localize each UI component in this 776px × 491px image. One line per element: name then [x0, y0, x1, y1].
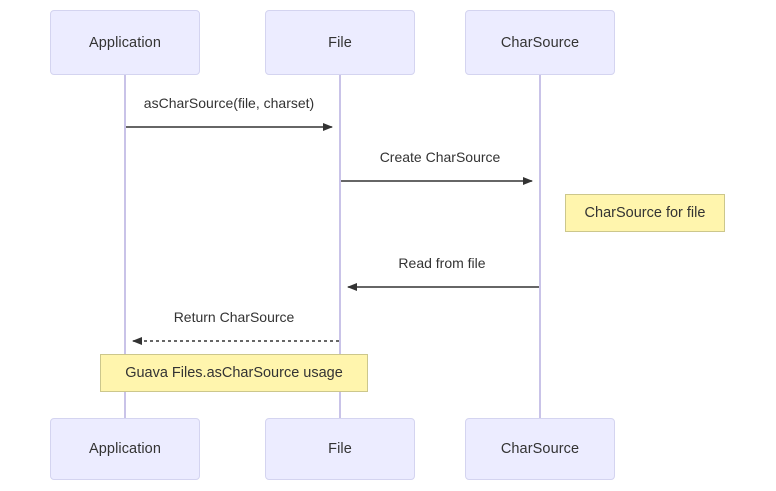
message-label-return-charsource: Return CharSource — [173, 309, 295, 325]
message-label-read-from-file: Read from file — [398, 255, 486, 271]
note-charsource-for-file: CharSource for file — [565, 194, 725, 232]
participant-file-bottom[interactable]: File — [265, 418, 415, 480]
messages — [126, 123, 539, 345]
participant-application-bottom[interactable]: Application — [50, 418, 200, 480]
participant-charsource-top[interactable]: CharSource — [465, 10, 615, 75]
participant-label: Application — [88, 441, 162, 457]
message-label-as-char-source: asCharSource(file, charset) — [143, 95, 315, 111]
participant-label: File — [328, 34, 352, 51]
participant-application-top[interactable]: Application — [50, 10, 200, 75]
participant-file-top[interactable]: File — [265, 10, 415, 75]
participant-charsource-bottom[interactable]: CharSource — [465, 418, 615, 480]
note-label: Guava Files.asCharSource usage — [125, 365, 343, 381]
participant-label: Application — [88, 34, 162, 51]
message-label-create-charsource: Create CharSource — [379, 149, 501, 165]
participant-label: File — [328, 441, 352, 457]
participant-label: CharSource — [500, 34, 580, 51]
participant-label: CharSource — [500, 441, 580, 457]
note-guava-usage: Guava Files.asCharSource usage — [100, 354, 368, 392]
note-label: CharSource for file — [584, 205, 706, 221]
